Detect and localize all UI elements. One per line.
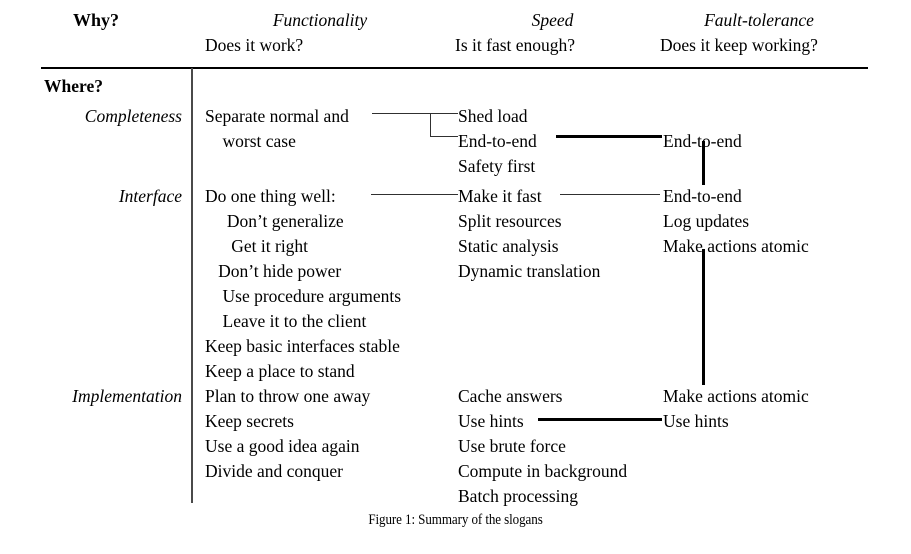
cell-interface-fault-tolerance: End-to-end Log updates Make actions atom… bbox=[663, 184, 809, 259]
column-header-functionality: Functionality bbox=[272, 10, 368, 30]
column-question-fault-tolerance: Does it keep working? bbox=[660, 35, 818, 55]
connector-make-it-fast-to-end-to-end bbox=[560, 194, 660, 196]
list-item: Use a good idea again bbox=[205, 436, 360, 456]
connector-branch-to-end-to-end bbox=[430, 136, 458, 138]
column-question-speed: Is it fast enough? bbox=[455, 35, 576, 55]
list-item: Separate normal and bbox=[205, 106, 349, 126]
column-header-speed: Speed bbox=[531, 10, 574, 30]
corner-header-why: Why? bbox=[72, 10, 119, 30]
list-item: worst case bbox=[205, 131, 296, 151]
list-item: Cache answers bbox=[458, 386, 563, 406]
list-item: Use hints bbox=[663, 411, 729, 431]
list-item: Dynamic translation bbox=[458, 261, 601, 281]
list-item: End-to-end bbox=[663, 186, 742, 206]
connector-vertical-lower bbox=[702, 249, 706, 385]
list-item: Don’t generalize bbox=[205, 211, 344, 231]
list-item: Make it fast bbox=[458, 186, 542, 206]
list-item: Keep secrets bbox=[205, 411, 294, 431]
row-axis-label-where: Where? bbox=[44, 76, 103, 96]
list-item: Use procedure arguments bbox=[205, 286, 402, 306]
list-item: Get it right bbox=[205, 236, 309, 256]
list-item: Leave it to the client bbox=[205, 311, 367, 331]
column-header-fault-tolerance: Fault-tolerance bbox=[704, 10, 814, 30]
connector-separate-to-branch bbox=[372, 113, 458, 115]
list-item: Keep a place to stand bbox=[205, 361, 355, 381]
list-item: Don’t hide power bbox=[205, 261, 342, 281]
connector-end-to-end-vertical-upper bbox=[702, 141, 706, 185]
list-item: Safety first bbox=[458, 156, 536, 176]
cell-interface-speed: Make it fast Split resources Static anal… bbox=[458, 184, 600, 284]
cell-implementation-fault-tolerance: Make actions atomic Use hints bbox=[663, 384, 809, 434]
row-label-interface: Interface bbox=[118, 186, 182, 206]
list-item: Do one thing well: bbox=[205, 186, 336, 206]
list-item: Make actions atomic bbox=[663, 386, 809, 406]
cell-completeness-speed: Shed load End-to-end Safety first bbox=[458, 104, 537, 179]
cell-interface-functionality: Do one thing well: Don’t generalize Get … bbox=[205, 184, 401, 384]
connector-use-hints-speed-to-fault bbox=[538, 418, 662, 422]
list-item: Use hints bbox=[458, 411, 524, 431]
header-horizontal-rule bbox=[41, 67, 868, 69]
row-label-vertical-rule bbox=[191, 68, 193, 503]
list-item: Shed load bbox=[458, 106, 528, 126]
column-question-functionality: Does it work? bbox=[205, 35, 304, 55]
cell-implementation-functionality: Plan to throw one away Keep secrets Use … bbox=[205, 384, 370, 484]
list-item: Batch processing bbox=[458, 486, 579, 506]
connector-do-one-thing-to-make-it-fast bbox=[371, 194, 458, 196]
figure-caption: Figure 1: Summary of the slogans bbox=[368, 512, 543, 528]
list-item: End-to-end bbox=[458, 131, 537, 151]
list-item: Static analysis bbox=[458, 236, 559, 256]
list-item: Divide and conquer bbox=[205, 461, 344, 481]
connector-branch-vertical bbox=[430, 113, 432, 137]
cell-completeness-functionality: Separate normal and worst case bbox=[205, 104, 349, 154]
list-item: Split resources bbox=[458, 211, 562, 231]
list-item: Make actions atomic bbox=[663, 236, 809, 256]
list-item: Keep basic interfaces stable bbox=[205, 336, 400, 356]
row-label-implementation: Implementation bbox=[72, 386, 182, 406]
list-item: Plan to throw one away bbox=[205, 386, 371, 406]
connector-end-to-end-speed-to-fault bbox=[556, 135, 662, 139]
cell-implementation-speed: Cache answers Use hints Use brute force … bbox=[458, 384, 627, 509]
list-item: Use brute force bbox=[458, 436, 566, 456]
list-item: Compute in background bbox=[458, 461, 628, 481]
list-item: Log updates bbox=[663, 211, 750, 231]
row-label-completeness: Completeness bbox=[84, 106, 182, 126]
